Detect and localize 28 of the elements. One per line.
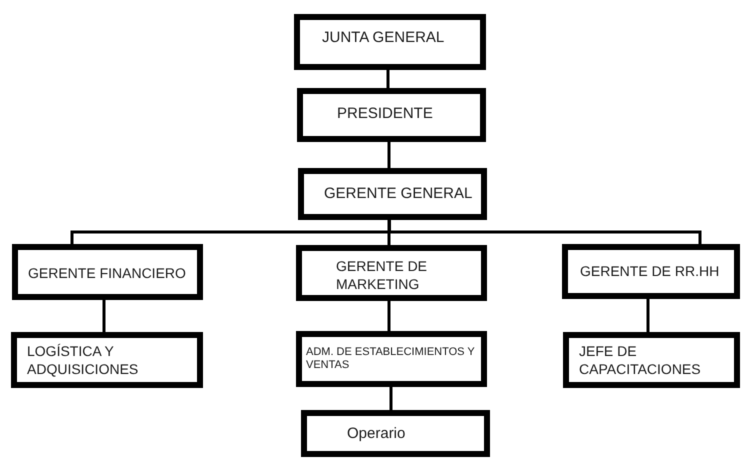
org-chart-box: [12, 244, 203, 300]
box-label: GERENTE GENERAL: [324, 184, 472, 204]
box-label: Operario: [347, 424, 406, 444]
org-chart-box: [11, 332, 203, 388]
connector-line: [102, 300, 106, 332]
box-label: PRESIDENTE: [337, 104, 433, 124]
box-label: JEFE DE CAPACITACIONES: [579, 342, 702, 378]
box-label: GERENTE FINANCIERO: [28, 264, 186, 282]
connector-line: [388, 220, 390, 245]
box-label: LOGÍSTICA Y ADQUISICIONES: [27, 342, 140, 378]
connector-line: [386, 70, 390, 88]
org-chart-box: [562, 244, 740, 299]
connector-line: [646, 299, 650, 332]
box-label: GERENTE DE RR.HH: [580, 262, 720, 281]
org-chart-box: [563, 332, 740, 388]
connector-line: [390, 387, 392, 410]
org-chart-box: [301, 410, 490, 457]
box-label: GERENTE DE MARKETING: [336, 257, 428, 294]
connector-line: [388, 142, 390, 168]
org-chart-box: [298, 168, 487, 220]
box-label: ADM. DE ESTABLECIMIENTOS Y VENTAS: [306, 346, 476, 372]
box-label: JUNTA GENERAL: [322, 28, 444, 48]
org-chart-box: [296, 245, 487, 301]
org-chart-box: [297, 88, 486, 142]
connector-line: [388, 220, 702, 244]
org-chart-box: [296, 331, 487, 387]
org-chart-box: [294, 14, 486, 70]
connector-line: [388, 301, 390, 331]
